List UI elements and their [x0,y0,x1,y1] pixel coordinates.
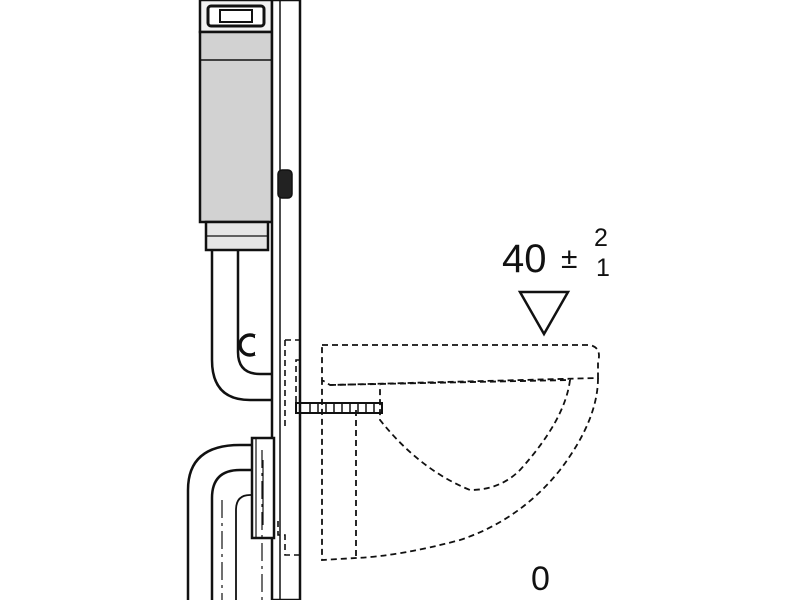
toilet-bowl-outline [321,344,600,561]
frame-slot-icon [277,169,293,199]
cistern-unit [198,0,274,252]
dimension-tolerance-lower: 1 [596,254,610,282]
drain-bend [186,436,276,600]
dimension-label: 40 ± 2 1 [502,224,610,282]
floor-level-label: 0 [531,560,550,598]
dimension-tolerance-sign: ± [561,242,577,275]
dimension-nominal: 40 [502,237,547,281]
fixing-bolt [295,402,383,414]
dimension-tolerance-upper: 2 [594,224,608,252]
level-marker-icon [517,290,571,337]
mounting-frame [270,0,302,600]
flush-pipe [210,250,272,402]
